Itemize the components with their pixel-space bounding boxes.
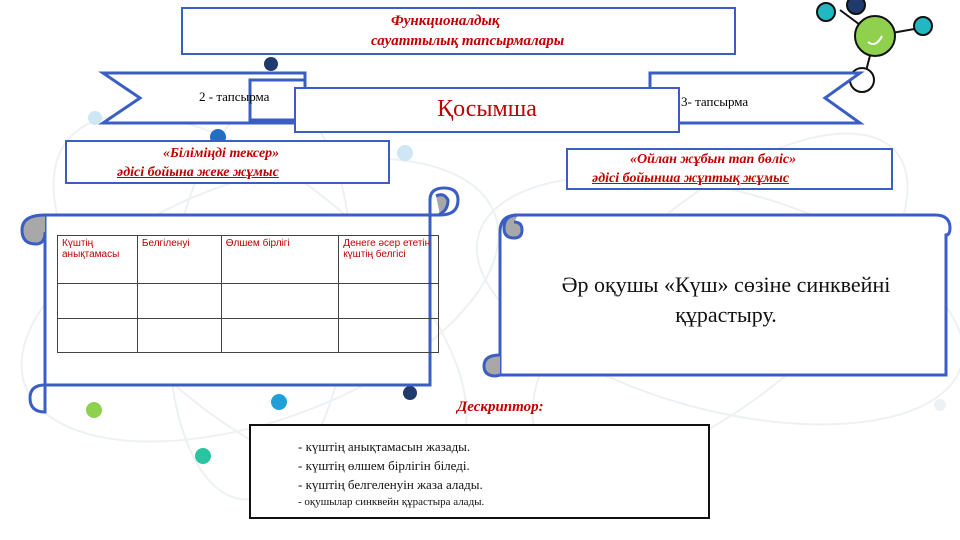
table-cell[interactable] bbox=[57, 317, 138, 353]
task3-method-line2: әдісі бойынша жұптық жұмыс bbox=[592, 171, 790, 186]
descriptor-item: - күштің белгеленуін жаза алады. bbox=[298, 477, 483, 492]
task2-method-line2: әдісі бойына жеке жұмыс bbox=[117, 165, 279, 180]
ribbon-center-label: Қосымша bbox=[437, 96, 537, 122]
table-header-cell: Денеге әсер ететін күштің белгісі bbox=[338, 235, 439, 284]
task2-method-box: «Біліміңді тексер» әдісі бойына жеке жұм… bbox=[65, 140, 390, 184]
table-header-row: Күштің анықтамасы Белгіленуі Өлшем бірлі… bbox=[57, 235, 439, 284]
ribbon-banner bbox=[98, 71, 865, 125]
header-title-box: Функционалдық сауаттылық тапсырмалары bbox=[181, 7, 736, 55]
ribbon-right-label: 3- тапсырма bbox=[681, 94, 749, 109]
cinquain-line2: құрастыру. bbox=[675, 302, 777, 327]
header-title-line1: Функционалдық bbox=[391, 13, 500, 29]
molecule-icon bbox=[816, 0, 933, 93]
descriptor-item: - күштің анықтамасын жазады. bbox=[298, 439, 471, 454]
table-cell[interactable] bbox=[220, 317, 340, 353]
table-cell[interactable] bbox=[338, 283, 439, 319]
table-cell[interactable] bbox=[136, 317, 222, 353]
table-header-cell: Күштің анықтамасы bbox=[57, 235, 138, 284]
descriptor-box: - күштің анықтамасын жазады. - күштің өл… bbox=[249, 424, 710, 519]
table-row bbox=[57, 317, 439, 353]
right-scroll bbox=[482, 213, 952, 378]
table-header-cell: Өлшем бірлігі bbox=[220, 235, 340, 284]
force-table: Күштің анықтамасы Белгіленуі Өлшем бірлі… bbox=[57, 235, 439, 353]
table-cell[interactable] bbox=[220, 283, 340, 319]
cinquain-instruction: Әр оқушы «Күш» сөзіне синквейні құрастыр… bbox=[516, 270, 936, 330]
descriptor-item: - оқушылар синквейн құрастыра алады. bbox=[298, 496, 485, 508]
task3-method-box: «Ойлан жұбын тап бөліс» әдісі бойынша жұ… bbox=[566, 148, 893, 190]
task3-method-line1: «Ойлан жұбын тап бөліс» bbox=[630, 152, 797, 167]
table-row bbox=[57, 283, 439, 319]
table-cell[interactable] bbox=[136, 283, 222, 319]
descriptor-item: - күштің өлшем бірлігін біледі. bbox=[298, 458, 470, 473]
table-cell[interactable] bbox=[57, 283, 138, 319]
ribbon-left-label: 2 - тапсырма bbox=[199, 89, 270, 104]
header-title-line2: сауаттылық тапсырмалары bbox=[371, 33, 565, 49]
task2-method-line1: «Біліміңді тексер» bbox=[163, 146, 280, 161]
ribbon-center-box: Қосымша bbox=[294, 87, 680, 133]
cinquain-line1: Әр оқушы «Күш» сөзіне синквейні bbox=[561, 272, 891, 297]
table-header-cell: Белгіленуі bbox=[136, 235, 222, 284]
descriptor-title: Дескриптор: bbox=[457, 399, 544, 415]
table-cell[interactable] bbox=[338, 317, 439, 353]
